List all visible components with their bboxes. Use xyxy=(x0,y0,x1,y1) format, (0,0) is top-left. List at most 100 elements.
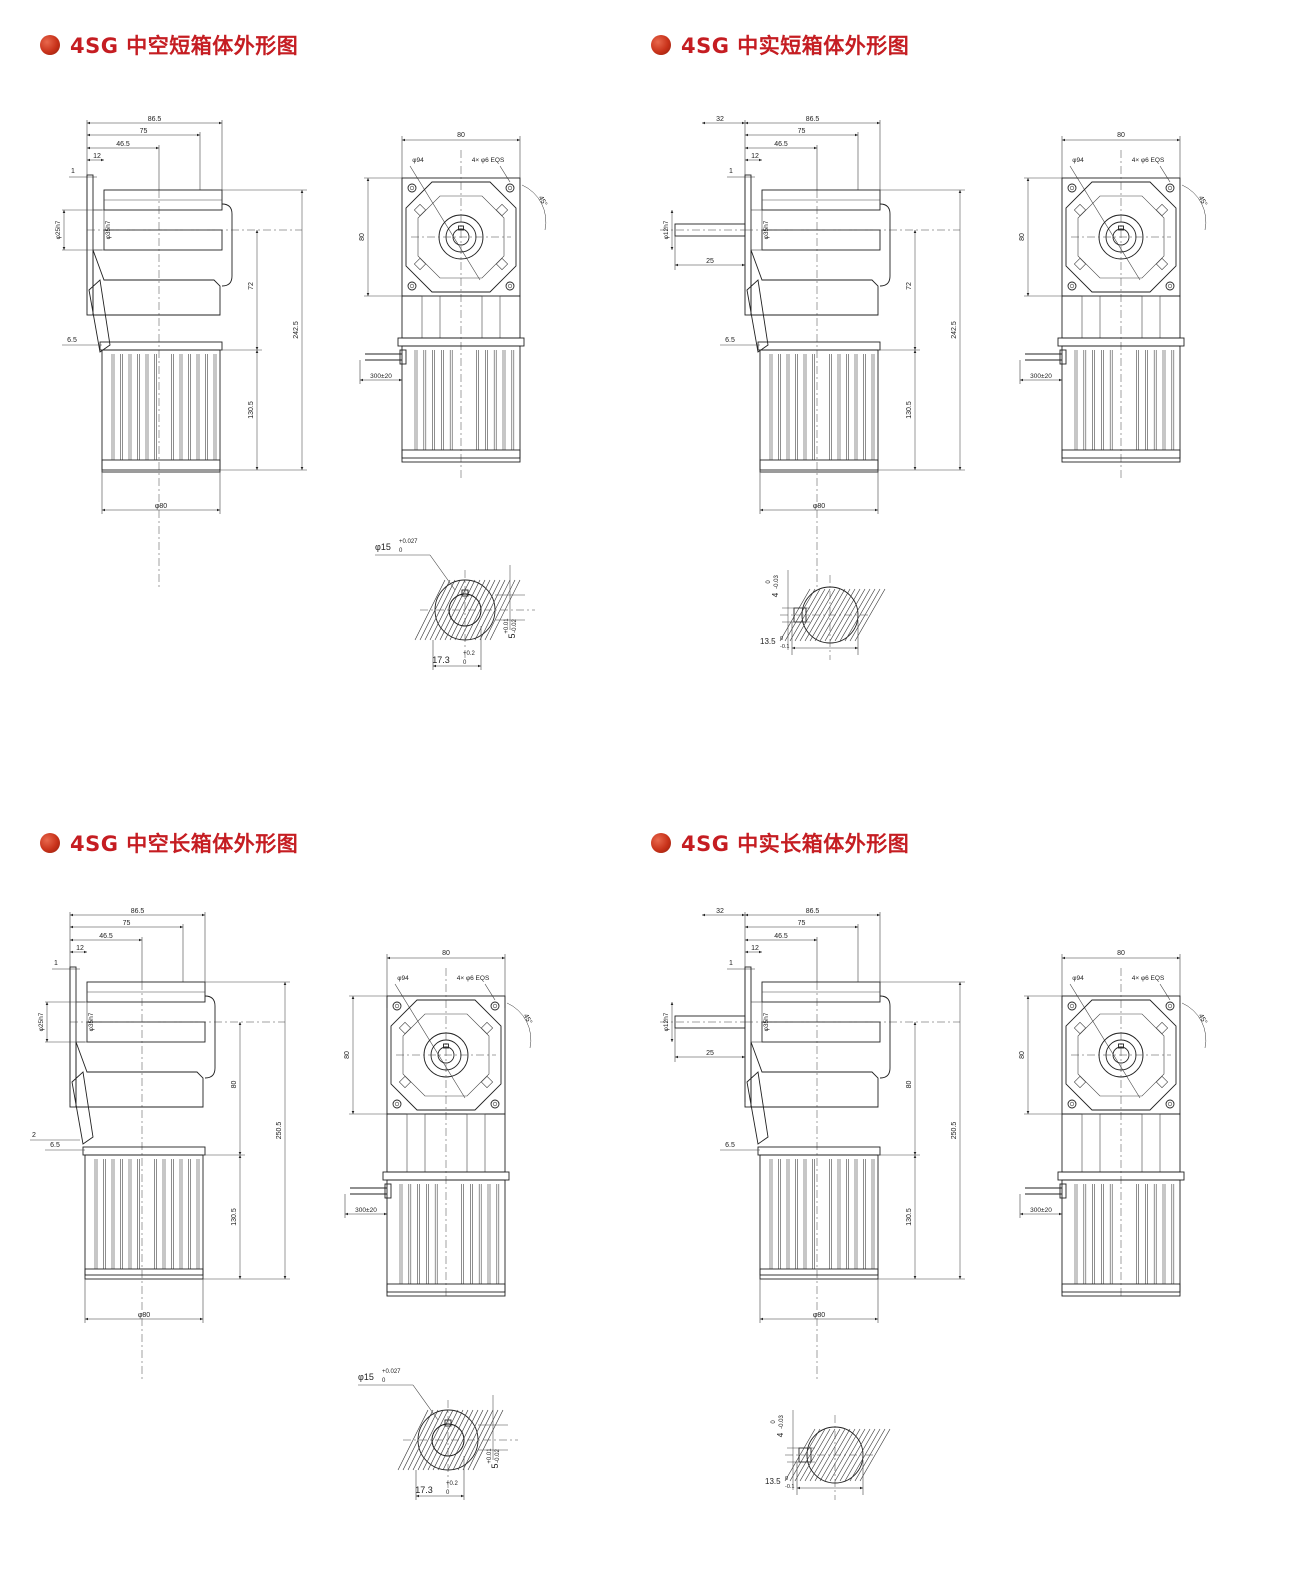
hatch-line xyxy=(784,1428,816,1482)
dimension-arrow xyxy=(958,467,962,470)
dimension-arrow xyxy=(792,646,795,650)
dimension-label: 130.5 xyxy=(906,401,913,419)
mount-hole xyxy=(1067,1099,1077,1109)
dimension-arrow xyxy=(70,913,73,917)
dimension-arrow xyxy=(1177,138,1180,142)
gear-cover xyxy=(879,203,891,287)
section-title-solid-short: 4SG 中实短箱体外形图 xyxy=(651,30,909,60)
dimension-arrow xyxy=(759,950,762,954)
dimension-label: 75 xyxy=(123,920,131,927)
dimension-arrow xyxy=(351,1111,355,1114)
gear-housing xyxy=(92,249,221,316)
dimension-label: 250.5 xyxy=(951,1122,958,1140)
dimension-arrow xyxy=(255,350,259,353)
dimension-label: 12 xyxy=(751,945,759,952)
mount-hole xyxy=(1067,1001,1077,1011)
dimension-arrow xyxy=(958,190,962,193)
dimension-label: 46.5 xyxy=(774,141,788,148)
dimension-arrow xyxy=(85,1317,88,1321)
dimension-label: 80 xyxy=(344,1051,351,1059)
cable-length-label: 300±20 xyxy=(1030,373,1052,380)
dimension-arrow xyxy=(62,247,66,250)
gear-block-bottom xyxy=(86,1021,206,1043)
dimension-arrow xyxy=(84,950,87,954)
shaft-bore xyxy=(437,1046,455,1064)
bullet-icon xyxy=(651,35,671,55)
dimension-arrow xyxy=(478,664,481,668)
dimension-arrow xyxy=(675,263,678,267)
mount-hole-inner xyxy=(409,185,415,191)
dimension-arrow xyxy=(875,1317,878,1321)
dimension-label: φ80 xyxy=(138,1312,150,1319)
dimension-label: 80 xyxy=(359,233,366,241)
dimension-label: φ80 xyxy=(155,503,167,510)
dimension-label: 75 xyxy=(140,128,148,135)
dimension-arrow xyxy=(855,133,858,137)
dimension-label: 130.5 xyxy=(906,1208,913,1226)
motor-endcap xyxy=(101,459,221,471)
dimension-arrow xyxy=(958,1276,962,1279)
flange-octagon xyxy=(1065,999,1177,1111)
dimension-arrow xyxy=(797,1486,800,1490)
dimension-arrow xyxy=(913,350,917,353)
cable xyxy=(365,353,402,361)
mount-hole xyxy=(1165,183,1175,193)
holes-label: 4× φ6 EQS xyxy=(1132,975,1165,982)
motor-body xyxy=(759,349,879,473)
mount-hole xyxy=(1067,281,1077,291)
mount-hole-inner xyxy=(394,1101,400,1107)
dimension-arrow xyxy=(87,133,90,137)
dimension-arrow xyxy=(433,664,436,668)
bolt-boss xyxy=(413,203,427,217)
dimension-arrow xyxy=(670,247,674,250)
leader-line xyxy=(499,165,511,183)
cable-length-label: 300±20 xyxy=(1030,1207,1052,1214)
key-label: 5 xyxy=(490,1463,500,1468)
mount-hole-inner xyxy=(1069,1101,1075,1107)
tolerance-label: 0 xyxy=(766,580,772,584)
hatch-line xyxy=(414,579,446,641)
bolt-boss xyxy=(1073,1075,1087,1089)
dimension-arrow xyxy=(238,1276,242,1279)
bolt-boss xyxy=(480,1075,494,1089)
dimension-arrow xyxy=(814,146,817,150)
housing-rib xyxy=(466,1113,486,1173)
dimension-arrow xyxy=(745,950,748,954)
dimension-arrow xyxy=(87,158,90,162)
gear-block-bottom xyxy=(761,229,881,251)
dimension-label: φ35h7 xyxy=(88,1012,95,1031)
dimension-arrow xyxy=(399,378,402,382)
dimension-label: 25 xyxy=(706,258,714,265)
dimension-arrow xyxy=(877,913,880,917)
hatch-line xyxy=(419,579,451,641)
dimension-arrow xyxy=(101,158,104,162)
gear-housing xyxy=(75,1041,204,1108)
dimension-arrow xyxy=(70,950,73,954)
dimension-label: 12 xyxy=(93,153,101,160)
dimension-arrow xyxy=(742,913,745,917)
key-label: 4 xyxy=(776,1432,785,1437)
dimension-arrow xyxy=(70,925,73,929)
tolerance-label: -0.02 xyxy=(495,1449,501,1463)
flange-inner xyxy=(417,195,505,279)
dimension-label: 86.5 xyxy=(806,908,820,915)
dimension-label: φ12h7 xyxy=(663,220,670,239)
housing-rib xyxy=(1141,295,1161,339)
pcd-label: φ94 xyxy=(1072,975,1084,982)
tolerance-label: 0 xyxy=(399,548,403,554)
dimension-arrow xyxy=(1059,378,1062,382)
dimension-arrow xyxy=(517,138,520,142)
dimension-arrow xyxy=(1026,178,1030,181)
dimension-label: 32 xyxy=(716,116,724,123)
dimension-arrow xyxy=(345,1212,348,1216)
dimension-label: 46.5 xyxy=(774,933,788,940)
gear-cover xyxy=(204,995,216,1079)
dimension-arrow xyxy=(502,956,505,960)
housing-rib xyxy=(1081,1113,1101,1173)
dimension-label: 242.5 xyxy=(951,321,958,339)
dimension-arrow xyxy=(913,1152,917,1155)
motor-body xyxy=(1061,1179,1181,1293)
dimension-arrow xyxy=(913,347,917,350)
